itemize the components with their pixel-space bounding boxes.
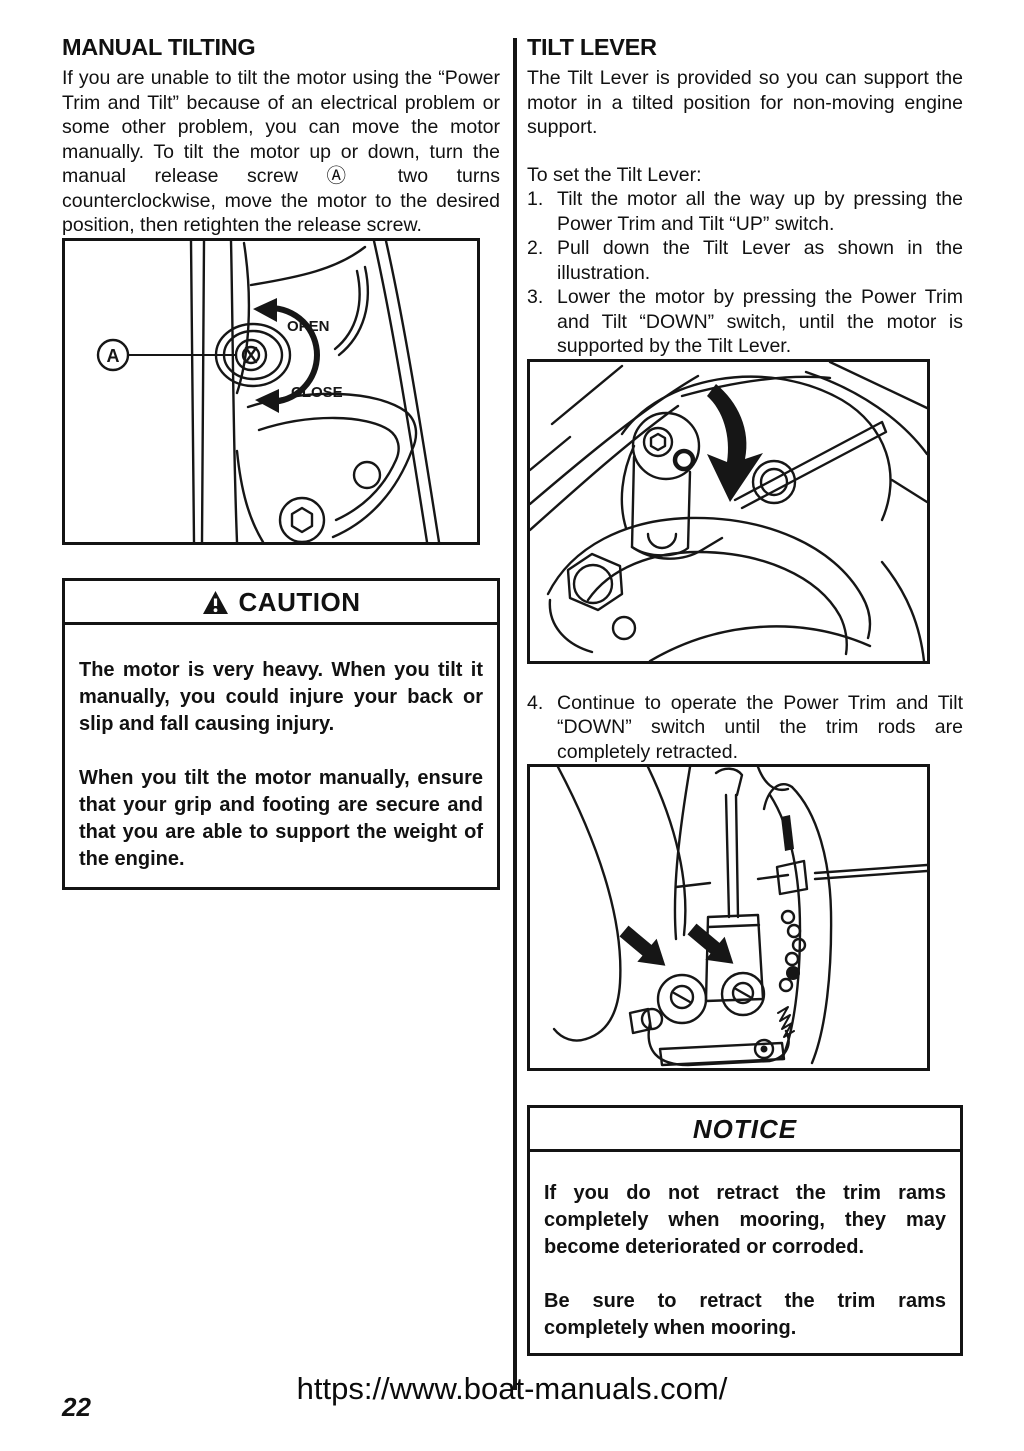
pull-down-arrow	[707, 383, 763, 502]
caution-box: CAUTION The motor is very heavy. When yo…	[62, 577, 500, 890]
clip-detail	[781, 815, 794, 851]
tilt-lever-drawing	[528, 360, 929, 662]
step-1: 1. Tilt the motor all the way up by pres…	[527, 187, 963, 236]
warning-triangle-icon	[202, 590, 229, 615]
step-text: Tilt the motor all the way up by pressin…	[557, 188, 963, 235]
step-number: 4.	[527, 691, 544, 714]
left-column: MANUAL TILTING If you are unable to tilt…	[62, 33, 500, 890]
caution-title: CAUTION	[238, 586, 361, 617]
tilt-lever-paragraph: The Tilt Lever is provided so you can su…	[527, 67, 963, 138]
caution-paragraph: When you tilt the motor manually, ensure…	[79, 766, 483, 870]
open-label: OPEN	[287, 318, 330, 335]
notice-header: NOTICE	[530, 1108, 960, 1152]
retract-arrow-left	[619, 925, 666, 966]
release-screw-drawing: OPEN CLOSE A	[96, 239, 441, 543]
caution-header: CAUTION	[65, 581, 497, 625]
page-number: 22	[62, 1392, 91, 1422]
manual-tilting-paragraph: If you are unable to tilt the motor usin…	[62, 67, 500, 236]
right-column: TILT LEVER The Tilt Lever is provided so…	[527, 33, 963, 1356]
close-arrowhead	[255, 388, 279, 413]
step-text: Pull down the Tilt Lever as shown in the…	[557, 237, 963, 284]
step-text: Lower the motor by pressing the Power Tr…	[557, 286, 963, 357]
heading-tilt-lever: TILT LEVER	[527, 34, 657, 60]
notice-paragraph: Be sure to retract the trim rams complet…	[544, 1290, 946, 1339]
open-arrowhead	[253, 297, 277, 322]
notice-box: NOTICE If you do not retract the trim ra…	[527, 1105, 963, 1356]
step-2: 2. Pull down the Tilt Lever as shown in …	[527, 236, 963, 285]
list-intro: To set the Tilt Lever:	[527, 163, 702, 186]
step-number: 3.	[527, 286, 544, 308]
caution-paragraph: The motor is very heavy. When you tilt i…	[79, 658, 483, 735]
heading-manual-tilting: MANUAL TILTING	[62, 34, 256, 60]
figure-release-screw: OPEN CLOSE A	[62, 237, 480, 545]
step-number: 1.	[527, 188, 544, 210]
caution-body: The motor is very heavy. When you tilt i…	[65, 625, 497, 887]
close-label: CLOSE	[291, 384, 343, 401]
callout-a-label: A	[107, 346, 120, 366]
notice-paragraph: If you do not retract the trim rams comp…	[544, 1182, 946, 1258]
figure-trim-rams	[527, 764, 930, 1071]
watermark-url: https://www.boat-manuals.com/	[296, 1371, 728, 1406]
figure-tilt-lever	[527, 358, 930, 664]
step-number: 2.	[527, 237, 544, 259]
notice-body: If you do not retract the trim rams comp…	[530, 1152, 960, 1353]
step-3: 3. Lower the motor by pressing the Power…	[527, 285, 963, 359]
trim-rams-drawing	[552, 765, 929, 1067]
retract-arrow-right	[687, 923, 734, 964]
step-4: 4. Continue to operate the Power Trim an…	[527, 691, 963, 765]
step-text: Continue to operate the Power Trim and T…	[557, 691, 963, 763]
column-divider	[513, 38, 517, 1390]
